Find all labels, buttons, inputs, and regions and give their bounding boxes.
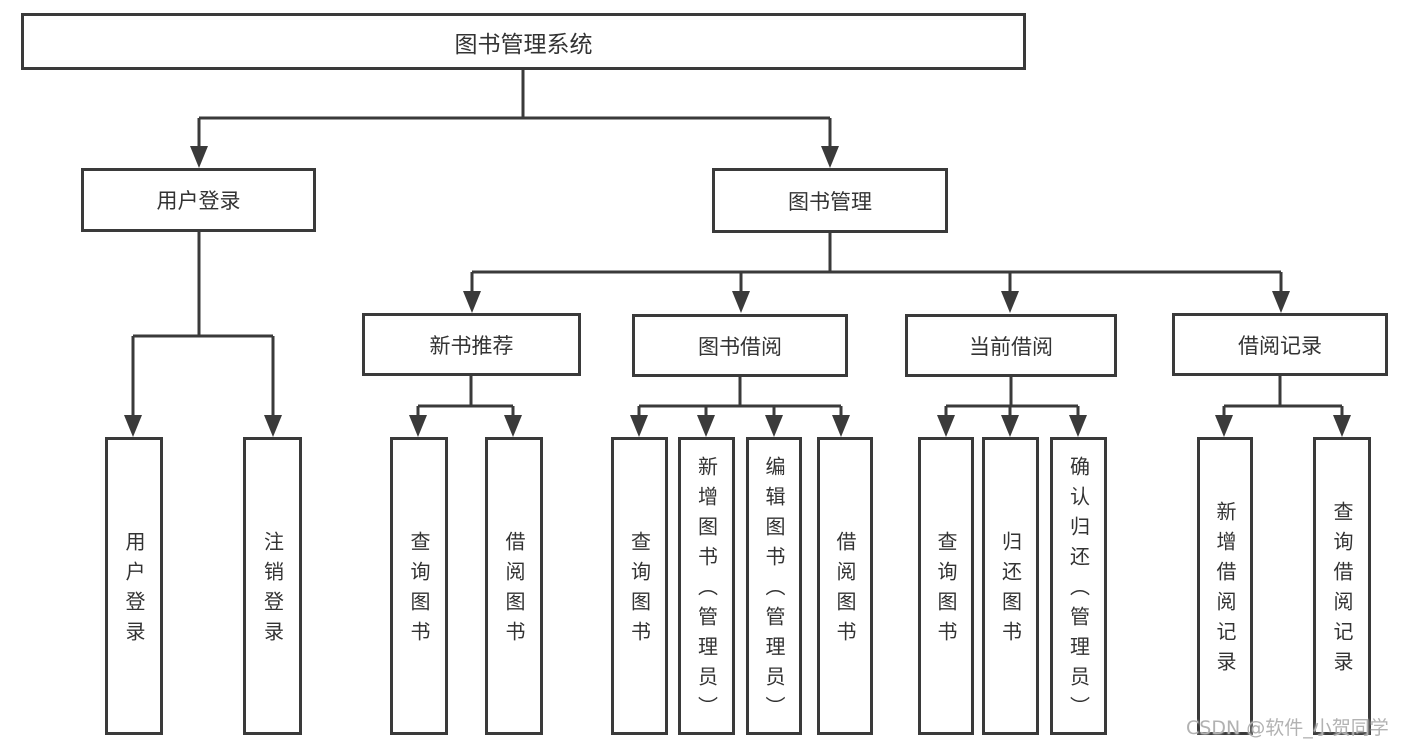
node-root: 图书管理系统 [21,13,1026,70]
connector-current-borrow-children [937,377,1087,437]
connector-user-login-children [124,232,282,437]
node-leaf-edit-books: 编辑图书（管理员） [746,437,802,735]
node-leaf-edit-books-label: 编辑图书（管理员） [762,456,786,726]
node-book-mgmt: 图书管理 [712,168,948,233]
connector-book-mgmt-children [463,232,1290,313]
node-leaf-return-books: 归还图书 [982,437,1039,735]
connector-root-to-level2 [190,70,839,168]
node-leaf-add-borrow-record-label: 新增借阅记录 [1213,501,1237,681]
node-leaf-query-borrow-record-label: 查询借阅记录 [1330,501,1354,681]
node-leaf-query-books-current: 查询图书 [918,437,974,735]
connector-borrow-record-children [1215,376,1351,437]
node-leaf-confirm-return: 确认归还（管理员） [1050,437,1107,735]
node-leaf-add-borrow-record: 新增借阅记录 [1197,437,1253,735]
node-leaf-query-books-borrow-label: 查询图书 [627,531,652,651]
node-leaf-query-books-current-label: 查询图书 [934,531,958,651]
node-leaf-logout-label: 注销登录 [260,531,285,651]
connector-book-borrow-children [630,377,850,437]
node-borrow-record: 借阅记录 [1172,313,1388,376]
node-current-borrow: 当前借阅 [905,314,1117,377]
node-book-mgmt-label: 图书管理 [788,189,872,214]
node-leaf-query-books-rec: 查询图书 [390,437,448,735]
node-user-login: 用户登录 [81,168,316,232]
node-leaf-add-books-label: 新增图书（管理员） [694,456,719,726]
node-leaf-query-books-borrow: 查询图书 [611,437,668,735]
node-leaf-borrow-books-borrow-label: 借阅图书 [833,531,857,651]
node-new-book-rec: 新书推荐 [362,313,581,376]
node-root-label: 图书管理系统 [454,31,593,58]
node-leaf-query-books-rec-label: 查询图书 [407,531,431,651]
node-leaf-user-login-label: 用户登录 [122,531,146,651]
csdn-watermark: CSDN @软件_小贺同学 [1186,717,1389,739]
node-book-borrow: 图书借阅 [632,314,848,377]
node-current-borrow-label: 当前借阅 [969,334,1053,359]
node-leaf-add-books: 新增图书（管理员） [678,437,735,735]
node-leaf-confirm-return-label: 确认归还（管理员） [1066,456,1091,726]
node-leaf-logout: 注销登录 [243,437,302,735]
node-leaf-borrow-books-borrow: 借阅图书 [817,437,873,735]
node-leaf-borrow-books-rec: 借阅图书 [485,437,543,735]
node-leaf-return-books-label: 归还图书 [998,531,1023,651]
node-leaf-query-borrow-record: 查询借阅记录 [1313,437,1371,735]
node-leaf-borrow-books-rec-label: 借阅图书 [502,531,526,651]
node-borrow-record-label: 借阅记录 [1238,333,1322,358]
node-leaf-user-login: 用户登录 [105,437,163,735]
node-new-book-rec-label: 新书推荐 [429,333,514,358]
node-user-login-label: 用户登录 [156,189,241,213]
connector-new-book-rec-children [409,376,522,437]
node-book-borrow-label: 图书借阅 [698,334,782,359]
